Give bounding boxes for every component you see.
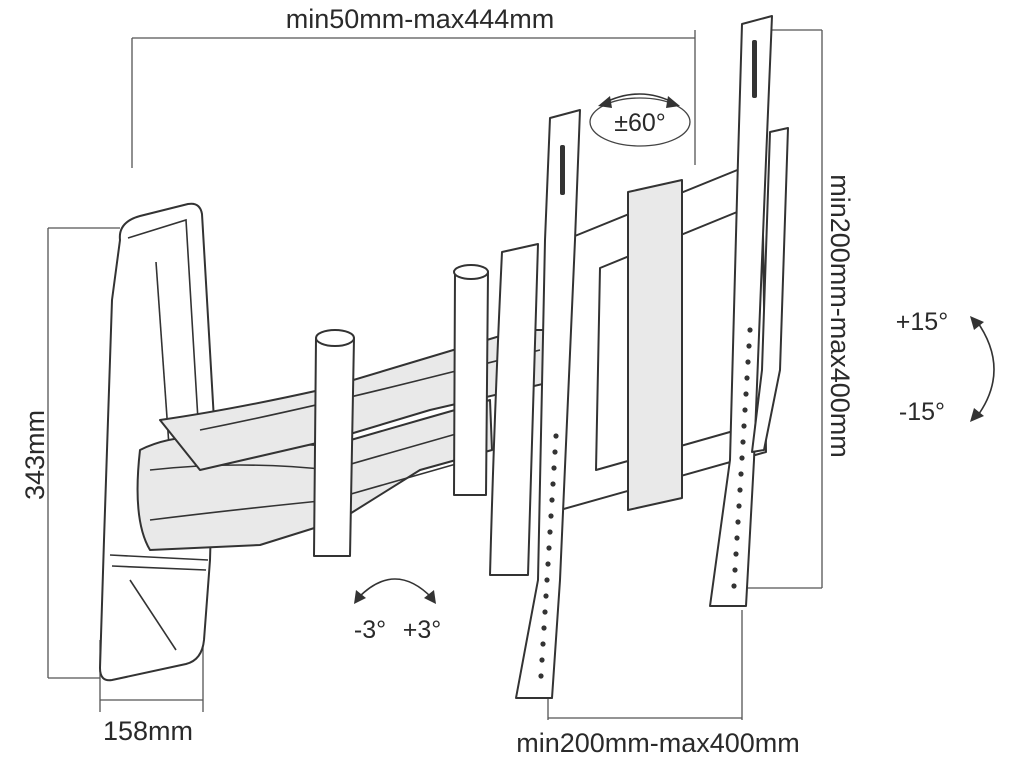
- bottom-width-label: min200mm-max400mm: [516, 728, 800, 758]
- tv-bracket: [489, 15, 789, 699]
- tilt-down-label: -15°: [899, 398, 945, 426]
- left-height-label: 343mm: [20, 410, 50, 500]
- base-width-label: 158mm: [103, 716, 193, 746]
- tilt-arrow-icon: [970, 316, 995, 422]
- tilt-up-label: +15°: [896, 308, 948, 336]
- right-height-label: min200mm-max400mm: [825, 174, 855, 458]
- wall-plate: [99, 202, 215, 682]
- articulating-arm: [136, 264, 623, 557]
- level-right-label: +3°: [403, 616, 442, 644]
- dimension-lines: [47, 29, 823, 720]
- top-width-label: min50mm-max444mm: [286, 4, 555, 34]
- swivel-arrow-icon: [589, 93, 691, 147]
- level-arrow-icon: [354, 578, 436, 604]
- swivel-label: ±60°: [614, 109, 666, 137]
- level-left-label: -3°: [354, 616, 386, 644]
